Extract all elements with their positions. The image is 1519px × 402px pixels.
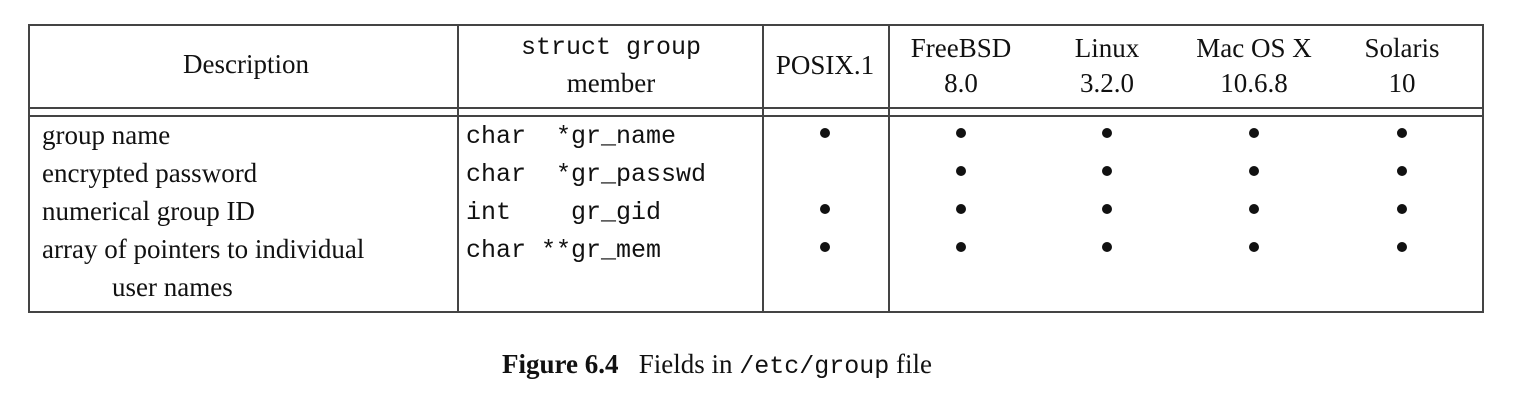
row-member: char *gr_passwd [466,160,707,189]
row-member: char **gr_mem [466,236,662,265]
support-bullet [1249,204,1259,214]
table-border-right [1482,24,1484,313]
row-member: char *gr_name [466,122,677,151]
column-divider [762,24,764,313]
header-macos-version: 10.6.8 [1220,68,1288,98]
header-posix: POSIX.1 [775,50,875,80]
header-rule-2 [28,115,1484,117]
row-description: numerical group ID [42,196,255,226]
table-border-left [28,24,30,313]
column-divider [888,24,890,313]
caption-text-after: file [896,349,933,379]
support-bullet [820,242,830,252]
support-bullet [820,204,830,214]
caption-text: Fields in [638,349,733,379]
header-description: Description [183,49,309,79]
row-description-continued: user names [112,272,233,302]
support-bullet [1249,242,1259,252]
row-description: encrypted password [42,158,258,188]
support-bullet [956,204,966,214]
header-solaris-version: 10 [1388,68,1416,98]
header-member-line1: struct group [520,33,702,62]
row-description: group name [42,120,171,150]
caption-code: /etc/group [739,352,890,381]
support-bullet [956,242,966,252]
header-rule-1 [28,107,1484,109]
support-bullet [956,128,966,138]
support-bullet [1397,204,1407,214]
header-freebsd: FreeBSD [910,33,1012,63]
support-bullet [1397,128,1407,138]
header-member-line2: member [566,68,656,98]
row-member: int gr_gid [466,198,662,227]
header-linux: Linux [1074,33,1140,63]
header-macos: Mac OS X [1196,33,1312,63]
row-description: array of pointers to individual [42,234,365,264]
figure-caption: Figure 6.4 Fields in /etc/group file [502,349,933,381]
column-divider [457,24,459,313]
table-border-top [28,24,1484,26]
support-bullet [1397,166,1407,176]
support-bullet [956,166,966,176]
support-bullet [1102,128,1112,138]
support-bullet [1102,204,1112,214]
support-bullet [1249,166,1259,176]
header-solaris: Solaris [1364,33,1440,63]
header-freebsd-version: 8.0 [944,68,978,98]
header-linux-version: 3.2.0 [1080,68,1134,98]
table-border-bottom [28,311,1484,313]
support-bullet [1102,166,1112,176]
support-bullet [1249,128,1259,138]
caption-label: Figure 6.4 [502,349,619,379]
support-bullet [1102,242,1112,252]
support-bullet [820,128,830,138]
support-bullet [1397,242,1407,252]
